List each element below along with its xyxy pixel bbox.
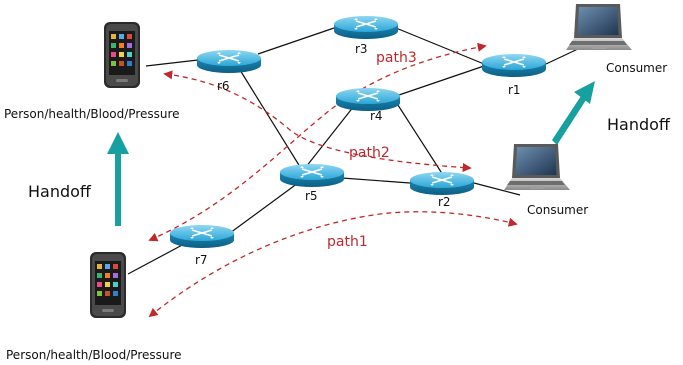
router-label-r2: r2 xyxy=(438,195,451,209)
producer-bottom-label: Person/health/Blood/Pressure xyxy=(6,348,182,362)
laptop-icon-bottom xyxy=(504,144,570,190)
laptop-icon-top xyxy=(566,4,632,50)
handoff-right-label: Handoff xyxy=(607,115,671,134)
router-r1 xyxy=(481,53,547,78)
path-label-path1: path1 xyxy=(327,234,368,250)
router-label-r1: r1 xyxy=(508,83,521,97)
consumer-top-label: Consumer xyxy=(606,61,667,75)
path1-curve xyxy=(148,211,518,318)
link-r4-r5 xyxy=(301,105,355,173)
path2-curve xyxy=(163,70,472,173)
paths xyxy=(148,42,518,318)
link-r6-r5 xyxy=(239,69,303,171)
phone-icon-bottom xyxy=(90,252,126,318)
link-r1-consumer-top xyxy=(545,47,581,65)
path3-curve xyxy=(148,42,487,242)
link-r5-r2 xyxy=(341,177,411,184)
router-r5 xyxy=(279,163,345,188)
handoff-right-arrow xyxy=(552,81,595,145)
router-r3 xyxy=(333,15,399,40)
router-r4 xyxy=(335,87,401,112)
router-r2 xyxy=(409,171,475,196)
router-r6 xyxy=(196,49,262,74)
link-r7-phone-bottom xyxy=(127,242,187,275)
router-label-r5: r5 xyxy=(305,189,318,203)
consumer-bottom-label: Consumer xyxy=(527,203,588,217)
router-label-r3: r3 xyxy=(355,42,368,56)
handoff-left-arrow xyxy=(107,132,129,226)
router-label-r6: r6 xyxy=(217,79,230,93)
path-label-path2: path2 xyxy=(349,145,390,161)
link-r5-r7 xyxy=(229,182,299,234)
router-label-r7: r7 xyxy=(195,253,208,267)
producer-top-label: Person/health/Blood/Pressure xyxy=(4,107,180,121)
router-r7 xyxy=(169,224,235,249)
handoff-left-label: Handoff xyxy=(28,182,92,201)
link-phone-top-r6 xyxy=(145,59,199,67)
phone-icon-top xyxy=(104,22,140,88)
link-r4-r1 xyxy=(395,65,485,97)
handoff-arrows xyxy=(107,81,595,226)
path-label-path3: path3 xyxy=(376,50,417,66)
router-label-r4: r4 xyxy=(370,109,383,123)
link-r6-r3 xyxy=(257,27,335,55)
